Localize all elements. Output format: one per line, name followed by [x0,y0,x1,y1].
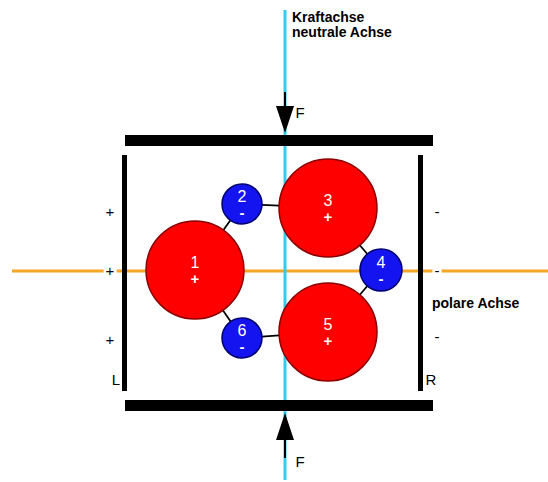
circle-shape [360,249,402,291]
polar-axis-line [12,270,548,273]
electrode-label: R [426,372,437,389]
circle-text: 1+ [191,255,200,286]
atom-circle-small: 2- [221,183,263,225]
circle-text: 6- [238,323,247,354]
circle-text: 4- [377,255,386,286]
charge-sign: + [104,263,117,280]
bond-line [360,286,368,295]
charge-sign: - [379,271,384,286]
circle-text: 5+ [324,317,333,348]
bond-line [223,220,230,230]
circle-text: 2- [238,189,247,220]
atom-circle-small: 4- [359,248,403,292]
circle-shape [146,221,244,319]
charge-sign: + [324,209,333,224]
force-label: F [295,454,304,471]
charge-sign: + [324,333,333,348]
circle-shape [279,159,377,257]
bond-line [262,204,279,207]
charge-sign: - [240,339,245,354]
atom-circle-large: 3+ [278,158,378,258]
charge-sign: + [106,332,115,349]
circle-shape [279,283,377,381]
charge-sign: + [106,204,115,221]
circle-shape [222,184,262,224]
charge-sign: - [240,205,245,220]
electrode-plate [418,155,423,391]
atom-number: 1 [191,255,200,271]
atom-number: 6 [238,323,247,339]
charge-sign: - [435,204,440,221]
atom-number: 4 [377,255,386,271]
bond-line [360,245,368,254]
axis-label: polare Achse [432,296,519,311]
bond-line [223,310,231,321]
force-arrowhead [276,413,294,440]
pressure-plate [125,135,433,146]
charge-sign: + [191,271,200,286]
atom-number: 2 [238,189,247,205]
bond-line [262,335,279,336]
axis-label: Kraftachse neutrale Achse [292,10,400,41]
charge-sign: - [433,263,442,280]
atom-circle-small: 6- [221,317,263,359]
pressure-plate [125,400,433,411]
force-arrowhead [276,106,294,133]
electrode-plate [122,155,127,391]
circle-shape [222,318,262,358]
atom-circle-large: 5+ [278,282,378,382]
atom-number: 5 [324,317,333,333]
charge-sign: - [435,329,440,346]
electrode-label: L [112,372,120,389]
atom-circle-large: 1+ [145,220,245,320]
force-label: F [295,105,304,122]
circle-text: 3+ [324,193,333,224]
atom-number: 3 [324,193,333,209]
